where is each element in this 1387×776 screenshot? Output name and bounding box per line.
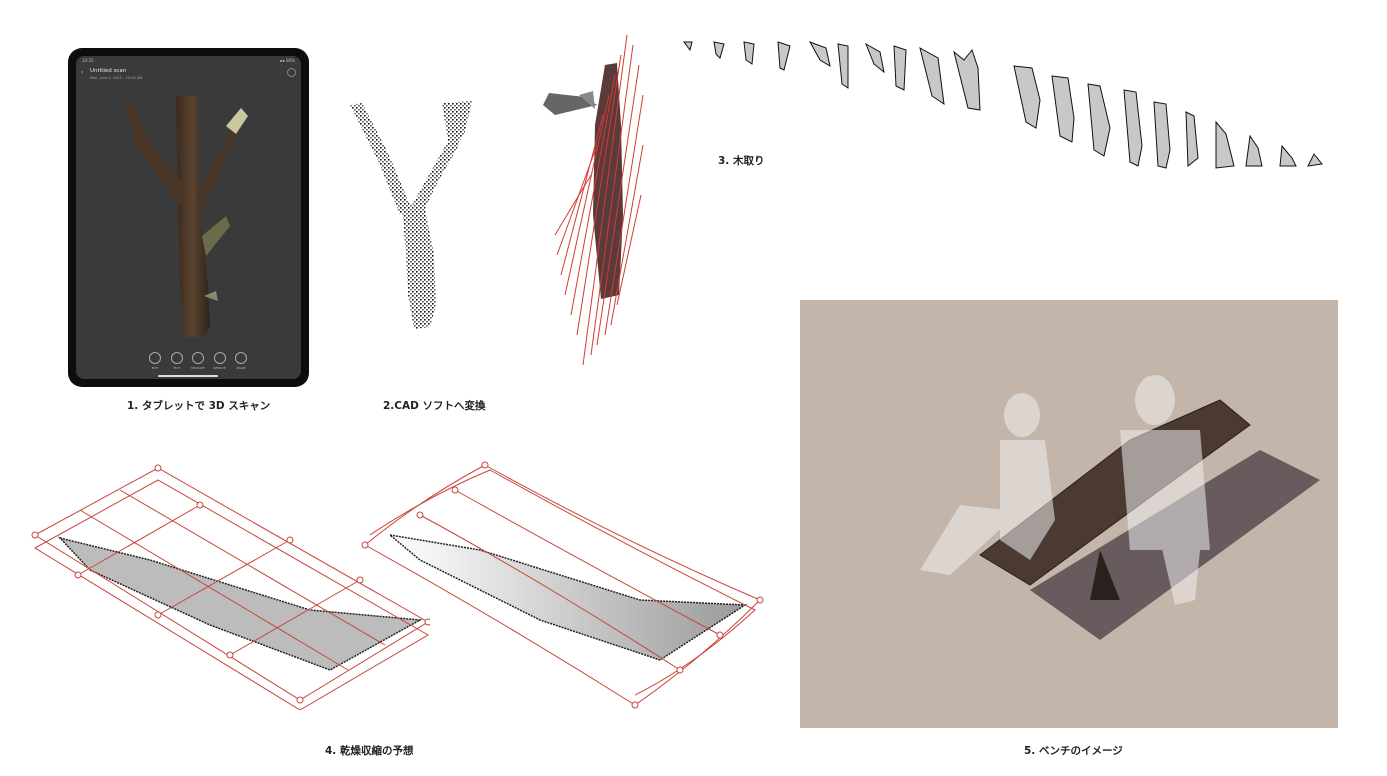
home-indicator: [158, 375, 218, 377]
tablet-frame: 10:25 ∎∎ 80% ‹ Untitled scan Mon, June 2…: [68, 48, 309, 387]
tool-remove[interactable]: REMOVE: [213, 352, 227, 374]
bench-render-scene: [920, 375, 1320, 640]
shrinkage-lattice-flat: [31, 464, 430, 710]
share-icon: [235, 352, 247, 364]
status-bar: 10:25 ∎∎ 80%: [82, 58, 295, 66]
scan-title: Untitled scan: [90, 68, 127, 74]
caption-step5: 5. ベンチのイメージ: [1024, 745, 1123, 757]
scanned-tree-model: [124, 96, 248, 338]
more-icon[interactable]: [287, 68, 296, 77]
status-battery: ∎∎ 80%: [279, 58, 295, 63]
tool-share[interactable]: SHARE: [234, 352, 248, 374]
caption-step1: 1. タブレットで 3D スキャン: [127, 400, 271, 412]
tool-text[interactable]: TEXT: [170, 352, 184, 374]
caption-step4: 4. 乾燥収縮の予想: [325, 745, 414, 757]
tablet-screen: 10:25 ∎∎ 80% ‹ Untitled scan Mon, June 2…: [76, 56, 301, 379]
back-icon[interactable]: ‹: [81, 69, 84, 76]
point-cloud-tree: [350, 101, 472, 329]
remove-icon: [213, 352, 226, 364]
status-time: 10:25: [82, 58, 94, 63]
text-icon: [170, 352, 183, 364]
shrinkage-lattice-warped: [361, 461, 764, 709]
measure-icon: [192, 352, 204, 364]
tool-measure[interactable]: MEASURE: [191, 352, 205, 374]
point-cloud-tree-sliced: [543, 35, 644, 365]
tool-edit[interactable]: EDIT: [148, 352, 162, 374]
scan-toolbar: EDIT TEXT MEASURE REMOVE SHARE: [148, 352, 248, 374]
lumber-slice-sequence: [683, 41, 1323, 169]
caption-step2: 2.CAD ソフトへ変換: [383, 400, 486, 412]
edit-icon: [149, 352, 161, 364]
caption-step3: 3. 木取り: [718, 155, 765, 167]
scan-subtitle: Mon, June 2, 2025 – 10:25 AM: [90, 76, 143, 80]
bench-render: [800, 300, 1338, 728]
